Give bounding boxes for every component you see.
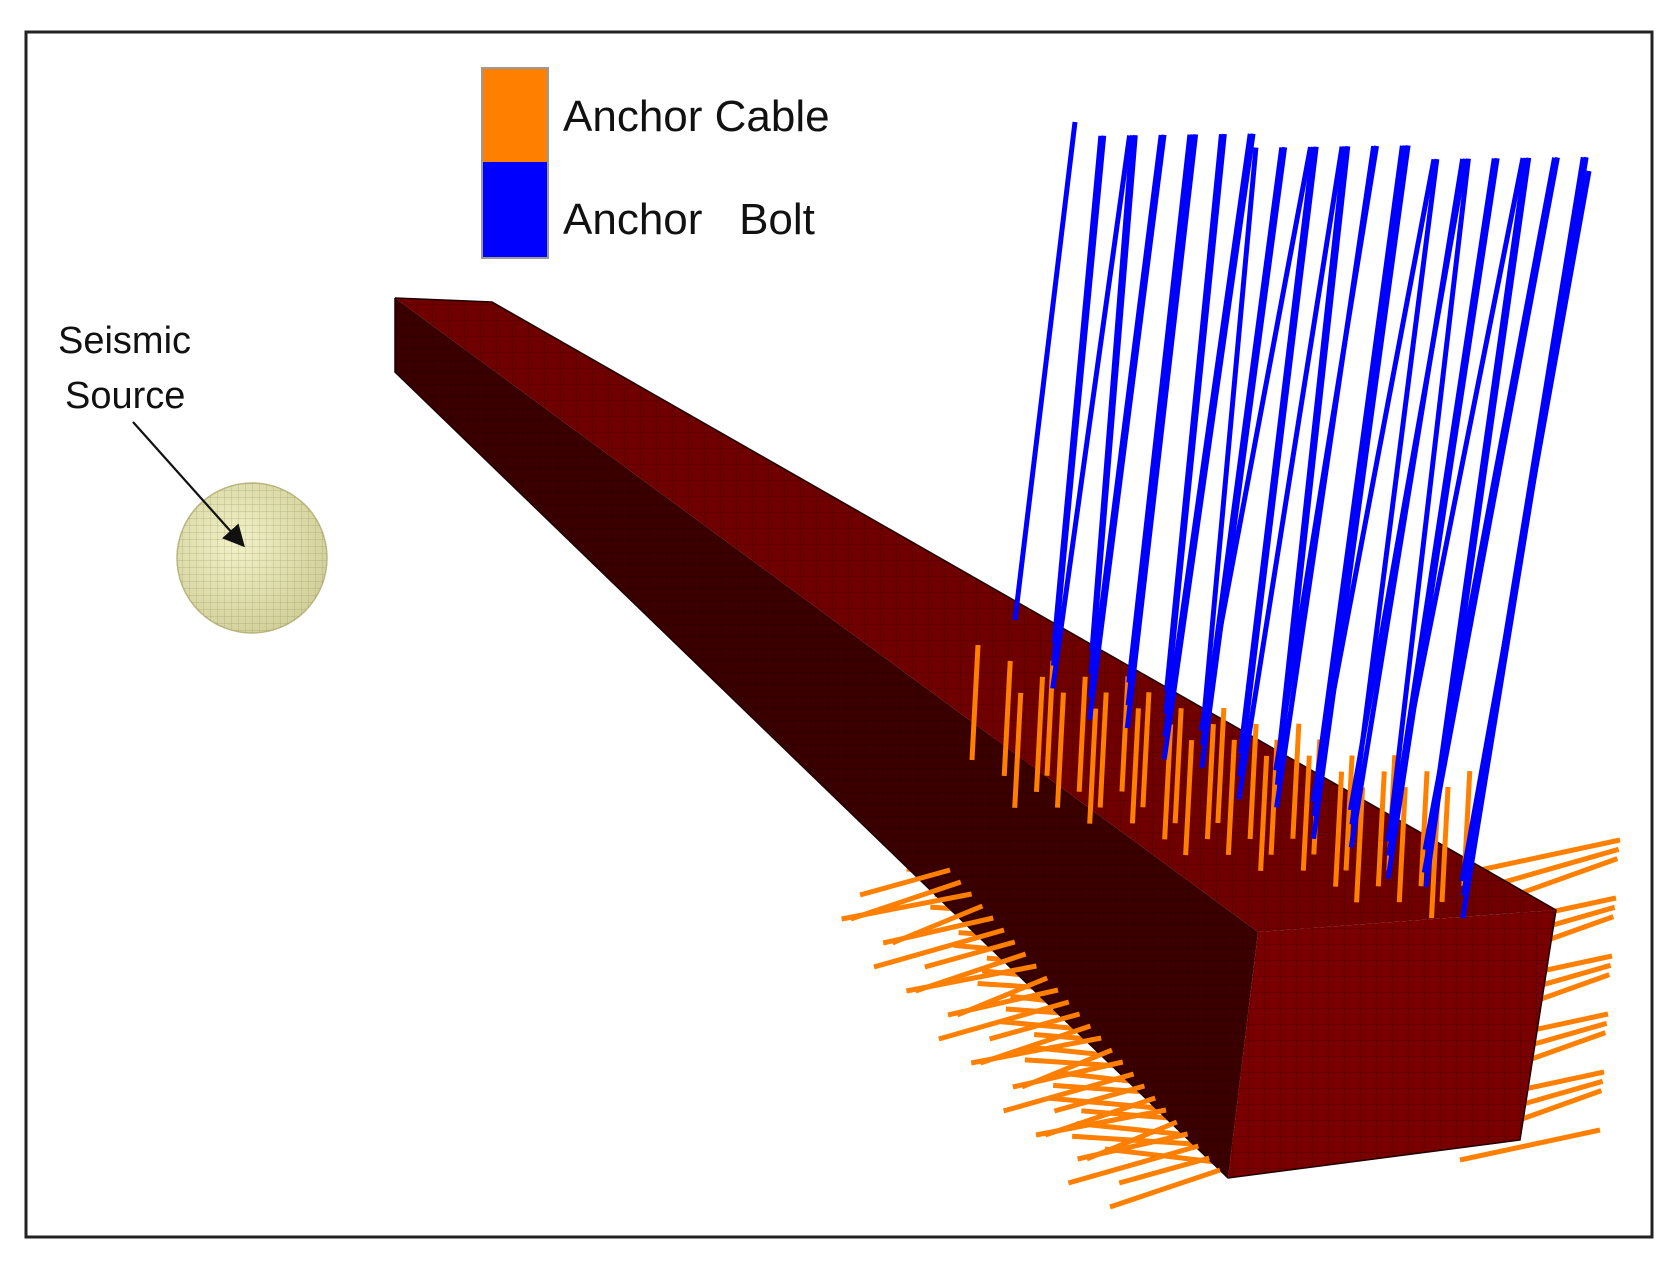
legend-label-bolt: Anchor Bolt xyxy=(563,195,815,244)
anchor-cable xyxy=(1001,660,1013,777)
anchor-cable xyxy=(1077,1131,1189,1162)
anchor-cable xyxy=(1033,676,1045,793)
anchor-cable xyxy=(1204,724,1216,840)
anchor-bolt xyxy=(1310,158,1437,803)
anchor-cable xyxy=(1375,771,1387,887)
anchor-cable xyxy=(1343,755,1355,871)
anchor-cable xyxy=(1354,787,1366,903)
anchor-cable xyxy=(970,1035,1102,1066)
source-label-line1: Seismic xyxy=(58,320,192,362)
anchor-bolt xyxy=(1347,158,1468,811)
anchor-bolt xyxy=(1050,135,1133,689)
anchor-bolt xyxy=(1387,158,1471,834)
anchor-cable xyxy=(1140,692,1152,808)
anchor-cable xyxy=(1002,1071,1135,1114)
anchor-cable xyxy=(1012,692,1024,808)
anchor-cable xyxy=(1035,1107,1167,1138)
anchor-bolt xyxy=(1422,157,1558,851)
anchor-cable xyxy=(969,644,981,761)
anchor-cable xyxy=(1053,1083,1146,1114)
anchor-cable xyxy=(1215,707,1227,824)
anchor-bolt xyxy=(1050,135,1107,666)
anchor-cable xyxy=(1439,786,1451,903)
anchor-bolt xyxy=(1161,133,1256,760)
anchor-cable xyxy=(1258,755,1270,871)
anchor-bolt xyxy=(1200,147,1259,723)
anchor-cable xyxy=(1097,692,1109,808)
source-label-line2: Source xyxy=(65,375,186,417)
anchor-cable xyxy=(1479,837,1621,873)
anchor-bolt xyxy=(1088,134,1138,675)
anchor-cable xyxy=(1067,1143,1200,1186)
anchor-cable xyxy=(1076,676,1088,792)
anchor-bolt xyxy=(1162,133,1253,737)
anchor-bolt xyxy=(1198,146,1313,732)
anchor-cable xyxy=(1054,692,1066,808)
anchor-cable xyxy=(1162,724,1174,840)
anchor-cable xyxy=(988,1011,1081,1042)
anchor-bolt xyxy=(1459,170,1592,882)
anchor-cable xyxy=(1129,708,1141,824)
anchor-bolt xyxy=(1087,134,1167,721)
anchor-cable xyxy=(841,891,973,922)
anchor-cable xyxy=(1225,739,1237,856)
anchor-bolt xyxy=(1012,121,1078,621)
anchor-cable xyxy=(1333,771,1345,887)
legend-swatch-cable xyxy=(482,68,548,162)
anchor-cable xyxy=(873,927,1005,970)
anchor-bolts xyxy=(1012,121,1592,919)
anchor-cable xyxy=(1172,708,1184,824)
anchor-cable xyxy=(1290,723,1302,839)
anchor-cable xyxy=(1012,1059,1124,1090)
anchor-cable xyxy=(882,915,994,946)
anchor-cable xyxy=(905,963,1037,994)
anchor-bolt xyxy=(1384,157,1526,842)
legend-swatch-bolt xyxy=(482,162,548,258)
legend-swatch xyxy=(481,67,549,259)
anchor-bolt xyxy=(1236,146,1345,800)
source-pointer-arrow xyxy=(132,421,245,548)
anchor-cable xyxy=(859,867,951,898)
anchor-cable xyxy=(938,999,1070,1042)
anchor-cable xyxy=(947,987,1059,1018)
anchor-cable xyxy=(1087,708,1099,824)
anchor-cable xyxy=(1418,771,1430,887)
anchor-cable xyxy=(1459,1127,1601,1163)
anchor-cable xyxy=(1247,723,1259,840)
anchor-cable xyxy=(924,939,1016,970)
anchor-cable xyxy=(1109,1167,1221,1210)
anchor-bolt xyxy=(1163,133,1227,715)
anchor-bolt xyxy=(1273,145,1379,771)
seismic-source-sphere xyxy=(176,482,328,634)
anchor-bolt xyxy=(1237,146,1319,777)
anchor-cable xyxy=(1118,1155,1210,1186)
anchor-cable xyxy=(1300,755,1312,871)
anchor-cable xyxy=(1396,787,1408,903)
anchor-bolt xyxy=(1421,157,1560,874)
anchor-cable xyxy=(1183,739,1195,856)
anchor-bolt xyxy=(1124,134,1199,729)
legend-label-cable: Anchor Cable xyxy=(563,92,830,141)
